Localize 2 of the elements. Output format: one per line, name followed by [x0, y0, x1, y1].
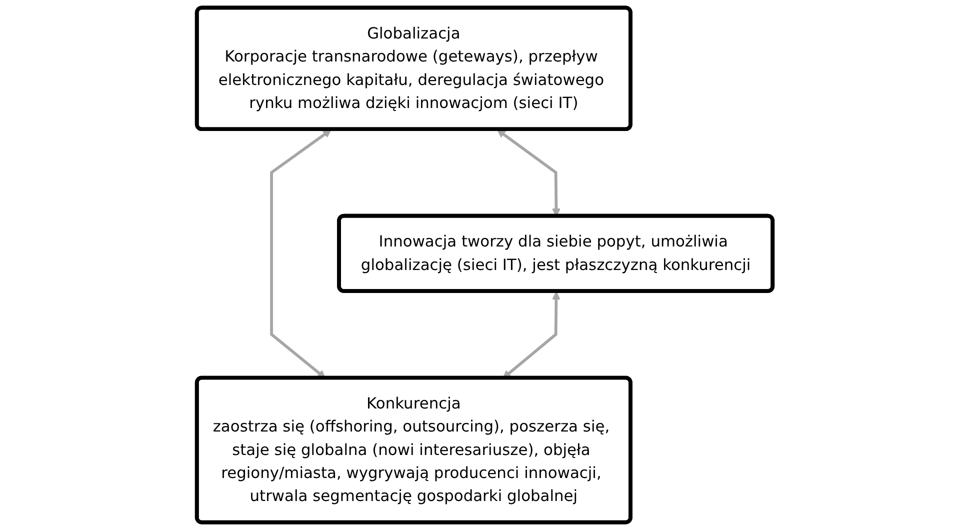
arrow	[270, 129, 332, 379]
arrow	[502, 292, 560, 379]
